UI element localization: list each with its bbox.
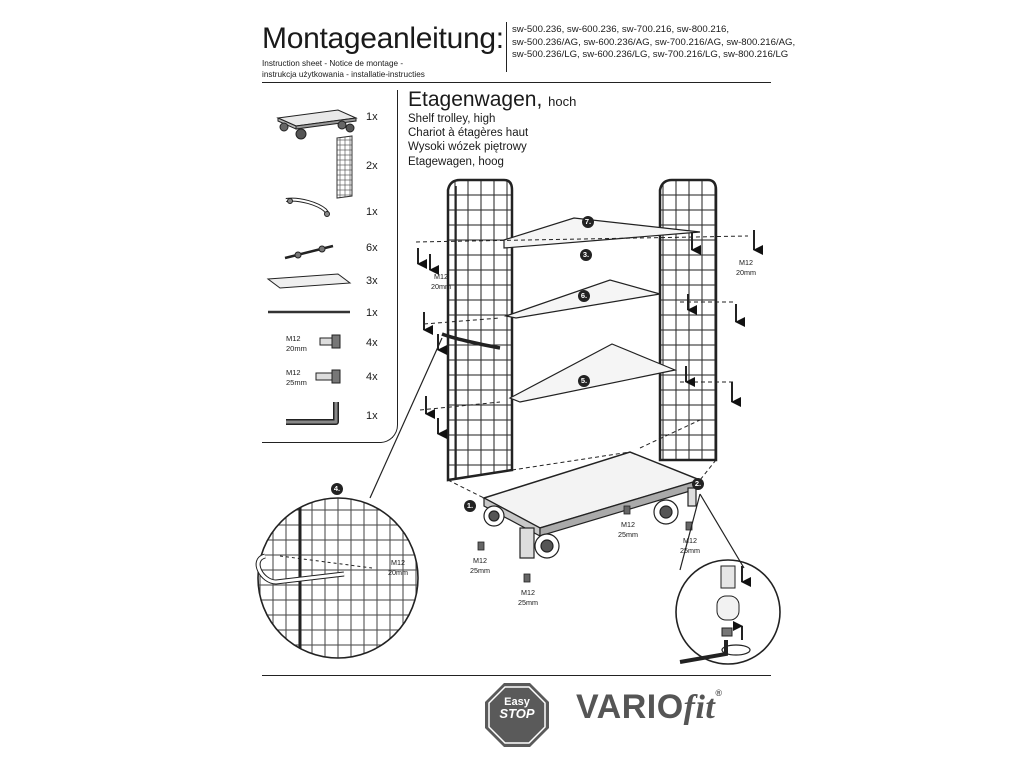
easystop-text: Easy STOP [485,696,549,720]
step-5-marker: 5. [578,375,590,387]
screw-length: 25mm [518,597,538,607]
brand-registered: ® [715,688,723,698]
header-rule [262,82,771,83]
screw-label-castor-4: M12 25mm [680,536,700,555]
detail-castor-zoom [675,493,781,665]
step-7-marker: 7. [582,216,594,228]
shelf-bracket-icon [284,244,334,260]
subtitle-line-1: Instruction sheet - Notice de montage - [262,59,404,68]
push-handle-icon [285,197,330,217]
screw-20-length: 20mm [286,344,307,353]
translation-pl: Wysoki wózek piętrowy [408,141,527,154]
step-6-marker: 6. [578,290,590,302]
screw-25-length: 25mm [286,378,307,387]
easystop-bottom: STOP [499,706,535,721]
step-1-marker: 1. [464,500,476,512]
screw-size: M12 [521,588,535,597]
screw-label-handle-detail: M12 20mm [388,558,408,577]
mesh-side-panel-icon [336,135,353,199]
brand-vario: VARIO [576,688,684,726]
easystop-logo [485,683,549,747]
trolley-drawing [415,178,763,583]
screw-label-right-top: M12 20mm [736,258,756,277]
product-title: Etagenwagen, hoch [408,88,576,112]
model-line-1: sw-500.236, sw-600.236, sw-700.216, sw-8… [512,24,730,35]
screw-size: M12 [621,520,635,529]
product-translations: Shelf trolley, high Chariot à étagères h… [408,112,528,169]
header-divider [506,22,507,72]
product-name: Etagenwagen, [408,88,543,111]
part-qty-screw-20: 4x [366,337,378,349]
translation-en: Shelf trolley, high [408,113,496,125]
part-qty-allen-key: 1x [366,410,378,422]
screw-size: M12 [683,536,697,545]
screw-label-castor-2: M12 25mm [518,588,538,607]
shelf-board-icon [266,273,352,289]
screw-length: 25mm [680,545,700,555]
step-2-marker: 2. [692,478,704,490]
screw-size: M12 [739,258,753,267]
part-qty-shelf: 3x [366,275,378,287]
translation-nl: Etagewagen, hoog [408,155,504,168]
part-qty-side-panel: 2x [366,160,378,172]
screw-25-label: M12 25mm [286,368,307,388]
screw-25-size: M12 [286,368,301,377]
screw-20-label: M12 20mm [286,334,307,354]
screw-size: M12 [473,556,487,565]
model-list: sw-500.236, sw-600.236, sw-700.216, sw-8… [512,24,795,62]
trolley-base-icon [276,109,358,140]
easystop-top: Easy [504,696,530,708]
parts-list-panel [262,90,398,443]
subtitle: Instruction sheet - Notice de montage - … [262,58,502,80]
variofit-logo: VARIOfit® [576,688,723,727]
screw-size: M12 [434,272,448,281]
step-4-marker: 4. [331,483,343,495]
footer-rule [262,675,771,676]
model-line-2: sw-500.236/AG, sw-600.236/AG, sw-700.216… [512,36,796,48]
screw-label-left-top: M12 20mm [431,272,451,291]
subtitle-line-2: instrukcja użytkowania - installatie-ins… [262,70,425,79]
screw-20-size: M12 [286,334,301,343]
brand-fit: fit [683,689,716,726]
model-line-3: sw-500.236/LG, sw-600.236/LG, sw-700.216… [512,49,789,61]
step-3-marker: 3. [580,249,592,261]
product-name-suffix: hoch [548,94,577,109]
screw-length: 20mm [431,281,451,291]
part-qty-base: 1x [366,111,378,123]
screw-m12-25-icon [315,369,341,384]
screw-length: 20mm [388,567,408,577]
screw-length: 20mm [736,267,756,277]
part-qty-bracket: 6x [366,242,378,254]
screw-label-castor-1: M12 25mm [470,556,490,575]
allen-key-icon [286,402,339,425]
screw-label-castor-3: M12 25mm [618,520,638,539]
screw-length: 25mm [618,529,638,539]
screw-size: M12 [391,558,405,567]
translation-fr: Chariot à étagères haut [408,127,529,140]
part-qty-rod: 1x [366,307,378,319]
part-qty-screw-25: 4x [366,371,378,383]
screw-length: 25mm [470,565,490,575]
detail-handle-zoom [255,337,443,659]
page-title: Montageanleitung: [262,22,504,55]
part-qty-handle: 1x [366,206,378,218]
screw-m12-20-icon [319,334,341,349]
